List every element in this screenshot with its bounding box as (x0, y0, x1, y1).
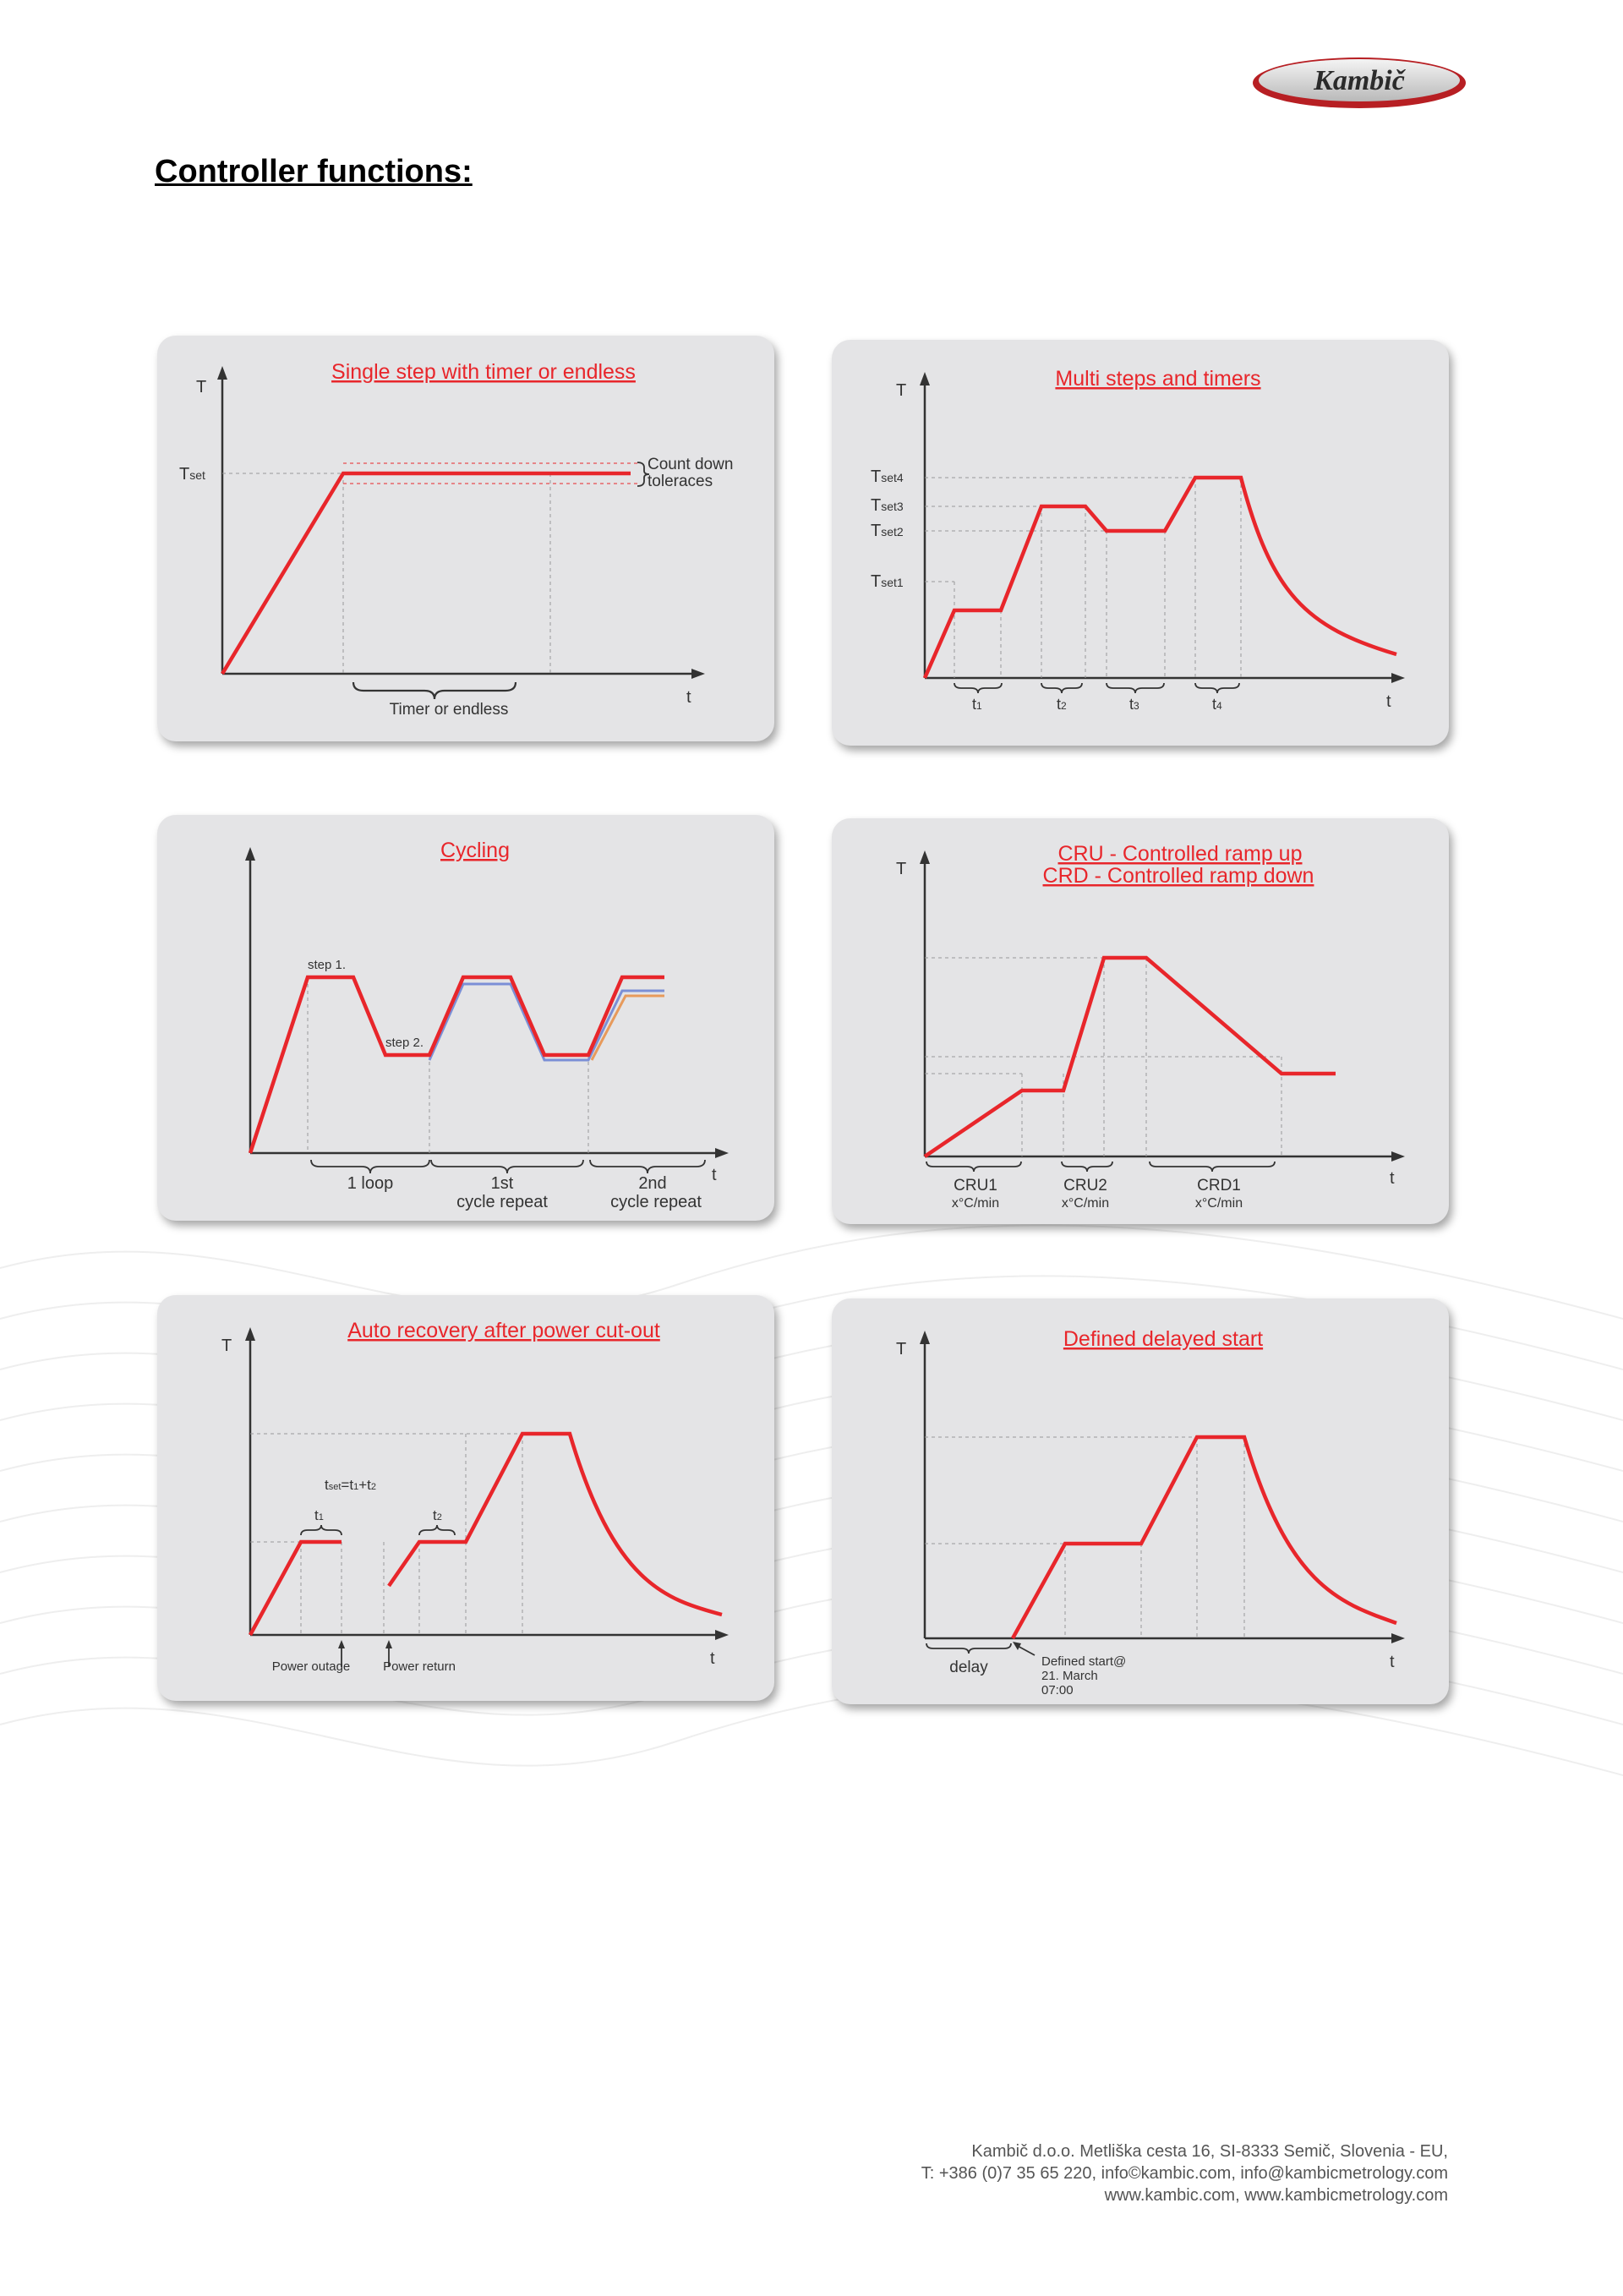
temperature-curve-after-return (387, 1431, 723, 1617)
footer-contact: Kambič d.o.o. Metliška cesta 16, SI-8333… (921, 2140, 1448, 2206)
footer-address: Kambič d.o.o. Metliška cesta 16, SI-8333… (971, 2142, 1448, 2161)
panel-single-step: Single step with timer or endless T t Ts… (157, 336, 774, 741)
temperature-curve-before-outage (249, 1539, 342, 1637)
y-axis-label: T (896, 860, 906, 878)
tolerance-label-1: Count down (648, 456, 733, 473)
start-label-2: 21. March (1041, 1669, 1098, 1683)
cru1-label: CRU1 (954, 1177, 997, 1194)
svg-text:t4: t4 (1212, 696, 1222, 713)
panel-title: Defined delayed start (1063, 1327, 1263, 1351)
panel-title: Auto recovery after power cut-out (347, 1319, 660, 1342)
crd1-rate: x°C/min (1195, 1196, 1243, 1211)
x-axis-label: t (1390, 1169, 1395, 1188)
logo-text: Kambič (1313, 65, 1407, 96)
svg-text:t3: t3 (1129, 696, 1139, 713)
x-axis-label: t (712, 1166, 717, 1184)
y-axis-label: T (896, 381, 906, 400)
svg-text:t1: t1 (972, 696, 982, 713)
tset2-sub: set2 (881, 525, 904, 538)
formula-set-sub: set (329, 1482, 342, 1492)
y-axis-label: T (196, 378, 206, 396)
tset3-sub: set3 (881, 500, 904, 513)
x-axis-label: t (686, 688, 691, 707)
page-title: Controller functions: (155, 154, 473, 189)
temperature-curve (248, 975, 664, 1154)
svg-text:t2: t2 (433, 1507, 442, 1523)
second-repeat-label: 2nd (638, 1174, 666, 1193)
power-outage-label: Power outage (272, 1659, 351, 1674)
step1-label: step 1. (308, 958, 346, 972)
step2-label: step 2. (385, 1036, 424, 1050)
svg-text:Tset1: Tset1 (871, 572, 904, 591)
tset-label: T (179, 465, 189, 484)
first-repeat-label: 1st (491, 1174, 514, 1193)
panel-auto-recovery: Auto recovery after power cut-out T t ts… (157, 1295, 774, 1701)
crd1-label: CRD1 (1197, 1177, 1241, 1194)
svg-text:Tset2: Tset2 (871, 522, 904, 540)
panel-title-line2: CRD - Controlled ramp down (1043, 864, 1314, 888)
x-axis-label: t (1390, 1653, 1395, 1671)
panel-delayed-start: Defined delayed start T t delay Defined … (832, 1298, 1449, 1704)
x-axis-label: t (1386, 692, 1391, 711)
tolerance-label-2: toleraces (648, 473, 713, 490)
tset-sub: set (189, 468, 205, 482)
temperature-curve (1011, 1435, 1397, 1640)
svg-text:Tset: Tset (179, 465, 205, 484)
t1-sub: 1 (976, 700, 982, 712)
delay-label: delay (949, 1659, 988, 1676)
svg-text:Tset4: Tset4 (871, 467, 904, 486)
tset4-sub: set4 (881, 471, 904, 484)
start-label-1: Defined start@ (1041, 1654, 1126, 1669)
t2-sub: 2 (437, 1512, 442, 1522)
cru2-rate: x°C/min (1062, 1196, 1109, 1211)
panel-title: Multi steps and timers (1055, 367, 1260, 391)
temperature-curve (922, 475, 1397, 679)
power-return-label: Power return (383, 1659, 456, 1674)
y-axis-label: T (896, 1340, 906, 1358)
svg-text:tset=t1+t2: tset=t1+t2 (325, 1477, 376, 1493)
y-axis-label: T (221, 1337, 232, 1355)
t4-sub: 4 (1216, 700, 1222, 712)
cycle-curve-orange (590, 994, 664, 1061)
timer-label: Timer or endless (390, 701, 509, 719)
kambic-logo: Kambič (1253, 57, 1466, 108)
first-repeat-sub: cycle repeat (456, 1193, 548, 1211)
cru1-rate: x°C/min (952, 1196, 999, 1211)
svg-text:t1: t1 (314, 1507, 324, 1523)
footer-websites: www.kambic.com, www.kambicmetrology.com (1104, 2186, 1448, 2205)
t3-sub: 3 (1134, 700, 1139, 712)
temperature-curve (923, 955, 1336, 1158)
panel-title: Cycling (440, 839, 510, 862)
t2-sub: 2 (1061, 700, 1067, 712)
loop-label: 1 loop (347, 1174, 394, 1193)
panel-multi-steps: Multi steps and timers T t Tset4 Tset3 T… (832, 340, 1449, 746)
x-axis-label: t (710, 1649, 715, 1668)
footer-phone-email: T: +386 (0)7 35 65 220, info©kambic.com,… (921, 2164, 1448, 2183)
cycle-curve-blue (428, 982, 664, 1062)
svg-text:Tset3: Tset3 (871, 496, 904, 515)
second-repeat-sub: cycle repeat (610, 1193, 702, 1211)
start-label-3: 07:00 (1041, 1683, 1074, 1697)
panel-controlled-ramps: CRU - Controlled ramp up CRD - Controlle… (832, 818, 1449, 1224)
panel-title: Single step with timer or endless (331, 360, 636, 384)
tset1-sub: set1 (881, 576, 904, 589)
panel-title-line1: CRU - Controlled ramp up (1058, 842, 1303, 866)
temperature-curve (221, 471, 631, 675)
panel-cycling: Cycling t step 1. step 2. 1 loop 1st cyc… (157, 815, 774, 1221)
cru2-label: CRU2 (1063, 1177, 1107, 1194)
svg-text:t2: t2 (1057, 696, 1067, 713)
t1-sub: 1 (319, 1512, 324, 1522)
